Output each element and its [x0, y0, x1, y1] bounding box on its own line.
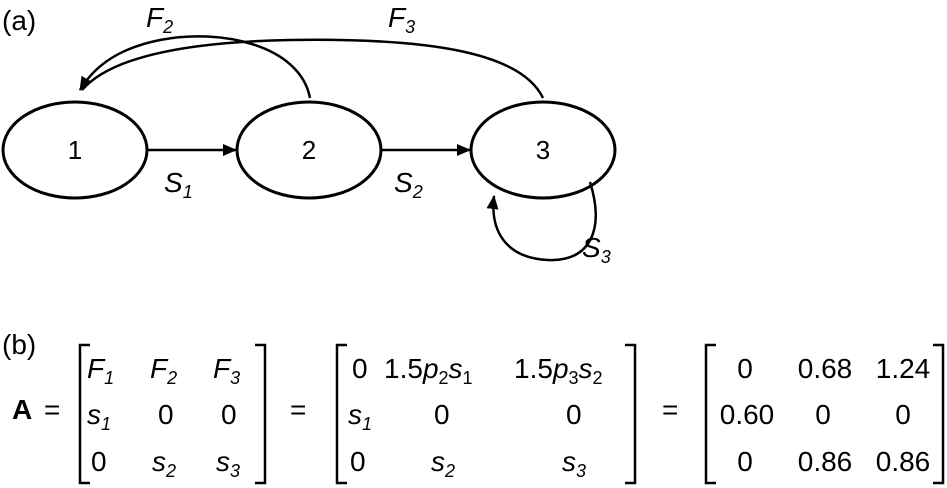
m2-r1c1: 0 [434, 399, 450, 430]
label-f3: F3 [388, 2, 415, 37]
m1-r2c2: s3 [216, 446, 240, 481]
m2-r0c1: 1.5p2s1 [384, 353, 473, 388]
matrix1-left-bracket [78, 343, 90, 485]
m3-r2c1: 0.86 [798, 446, 853, 477]
m3-r2c0: 0 [737, 446, 753, 477]
m2-r1c2: 0 [566, 399, 582, 430]
panel-b-label: (b) [2, 329, 36, 360]
m2-r0c2: 1.5p3s2 [514, 353, 603, 388]
m1-r1c1: 0 [158, 399, 174, 430]
m1-r0c0: F1 [87, 353, 114, 388]
label-s3: S3 [582, 232, 611, 267]
m3-r0c0: 0 [737, 353, 753, 384]
m1-r2c1: s2 [152, 446, 176, 481]
m2-r0c0: 0 [352, 353, 368, 384]
equals-1: = [44, 394, 60, 425]
m3-r2c2: 0.86 [876, 446, 931, 477]
matrix2-entries: 0 1.5p2s1 1.5p3s2 s1 0 0 0 s2 s3 [348, 353, 603, 481]
matrix-a-symbol: A [12, 394, 32, 425]
fecundity-arc-f2 [78, 35, 312, 99]
matrix3-right-bracket [933, 343, 945, 485]
m3-r1c2: 0 [895, 399, 911, 430]
node-label-2: 2 [302, 135, 316, 165]
m3-r1c0: 0.60 [720, 399, 775, 430]
m2-r1c0: s1 [348, 399, 372, 434]
stage-node-3 [469, 100, 617, 200]
m3-r1c1: 0 [815, 399, 831, 430]
equals-2: = [290, 394, 306, 425]
matrix1-entries: F1 F2 F3 s1 0 0 0 s2 s3 [87, 353, 240, 481]
label-s1: S1 [164, 167, 193, 202]
label-s2: S2 [394, 167, 423, 202]
fecundity-arc-f3 [81, 38, 545, 99]
matrix1-right-bracket [255, 343, 267, 485]
matrix2-right-bracket [625, 343, 637, 485]
m3-r0c1: 0.68 [798, 353, 853, 384]
m1-r1c0: s1 [87, 399, 111, 434]
matrix2-left-bracket [335, 343, 347, 485]
m1-r1c2: 0 [221, 399, 237, 430]
m2-r2c0: 0 [350, 446, 366, 477]
m2-r2c2: s3 [562, 446, 586, 481]
node-label-1: 1 [68, 135, 82, 165]
node-label-3: 3 [536, 135, 550, 165]
m1-r0c2: F3 [213, 353, 240, 388]
matrix3-entries: 0 0.68 1.24 0.60 0 0 0 0.86 0.86 [720, 353, 931, 477]
label-f2: F2 [146, 2, 173, 37]
m2-r2c1: s2 [431, 446, 455, 481]
equals-3: = [662, 394, 678, 425]
m3-r0c2: 1.24 [876, 353, 931, 384]
m1-r2c0: 0 [91, 446, 107, 477]
matrix3-left-bracket [704, 343, 716, 485]
panel-a-label: (a) [2, 5, 36, 36]
survival-loop-s3 [486, 181, 597, 262]
m1-r0c1: F2 [150, 353, 177, 388]
